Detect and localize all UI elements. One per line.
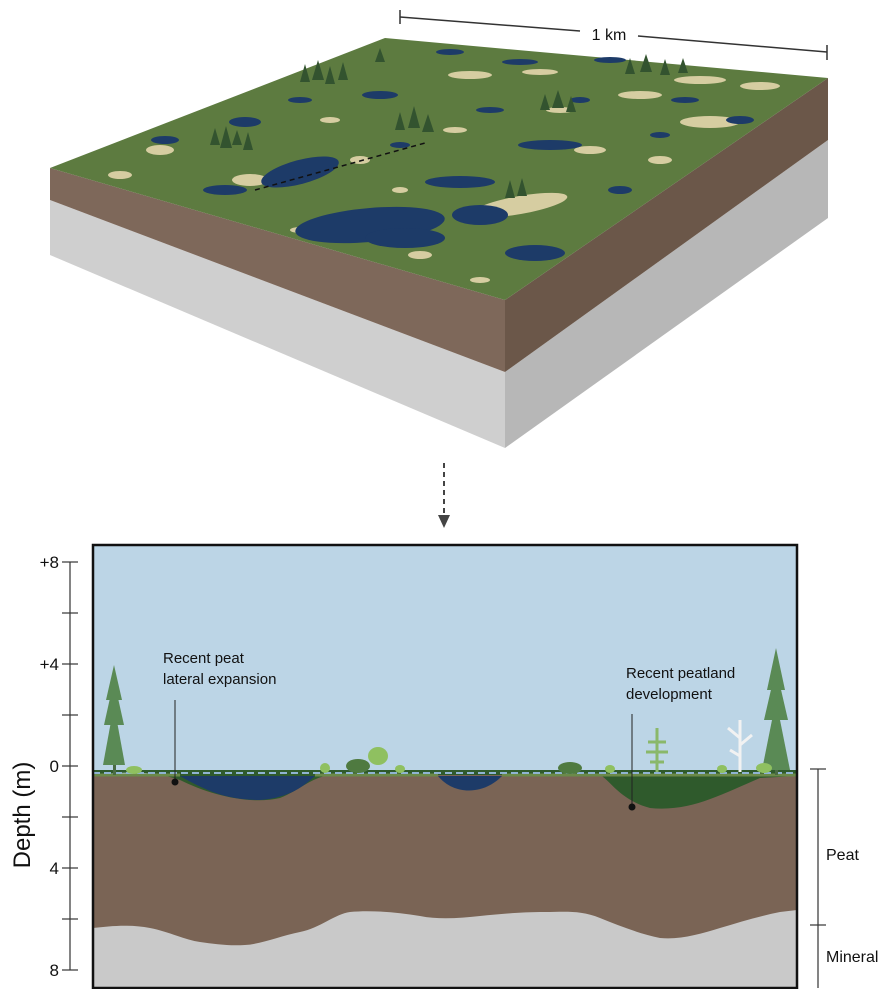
annotation-lateral-expansion-2: lateral expansion xyxy=(163,671,276,688)
tree-clusters xyxy=(210,48,688,198)
depth-tick-plus8: +8 xyxy=(40,553,59,572)
peat-right-face xyxy=(505,78,828,372)
depth-axis: +8 +4 0 4 8 Depth (m) xyxy=(9,553,78,980)
arrow-down-icon xyxy=(438,463,450,528)
mineral-right-face xyxy=(505,140,828,448)
transect-line xyxy=(254,142,426,191)
vegetation-top-surface xyxy=(50,38,828,300)
layer-label-mineral: Mineral xyxy=(826,949,878,966)
depth-tick-8: 8 xyxy=(50,961,59,980)
water-pool-left xyxy=(180,776,315,800)
conifer-tree-icon xyxy=(103,665,125,775)
depth-tick-4: 4 xyxy=(50,859,59,878)
annotation-dot-left xyxy=(171,778,179,786)
layer-brackets: Peat Mineral xyxy=(810,768,878,988)
conifer-tree-icon xyxy=(762,648,790,775)
mineral-left-face xyxy=(50,200,505,448)
dead-tree-icon xyxy=(727,720,753,772)
annotation-lateral-expansion-1: Recent peat xyxy=(163,650,245,667)
depth-tick-plus4: +4 xyxy=(40,655,59,674)
depth-tick-0: 0 xyxy=(50,757,59,776)
ponds xyxy=(151,49,754,261)
mineral-layer xyxy=(93,910,797,988)
conifer-tree-icon xyxy=(646,728,668,772)
cross-section: Recent peat lateral expansion Recent pea… xyxy=(91,543,799,989)
peat-left-face xyxy=(50,168,505,372)
shrub-icon xyxy=(126,747,772,774)
water-pool-middle xyxy=(438,776,502,791)
annotation-peatland-development-1: Recent peatland xyxy=(626,665,735,682)
scale-bar: 1 km xyxy=(399,10,828,60)
depth-axis-label: Depth (m) xyxy=(9,762,36,869)
annotation-dot-right xyxy=(628,803,636,811)
annotation-peatland-development-2: development xyxy=(626,686,713,703)
landscape-block xyxy=(50,38,828,448)
cross-section-frame xyxy=(91,543,799,989)
layer-label-peat: Peat xyxy=(826,847,859,864)
lichen-patches xyxy=(108,69,780,283)
scale-bar-label: 1 km xyxy=(592,27,627,44)
